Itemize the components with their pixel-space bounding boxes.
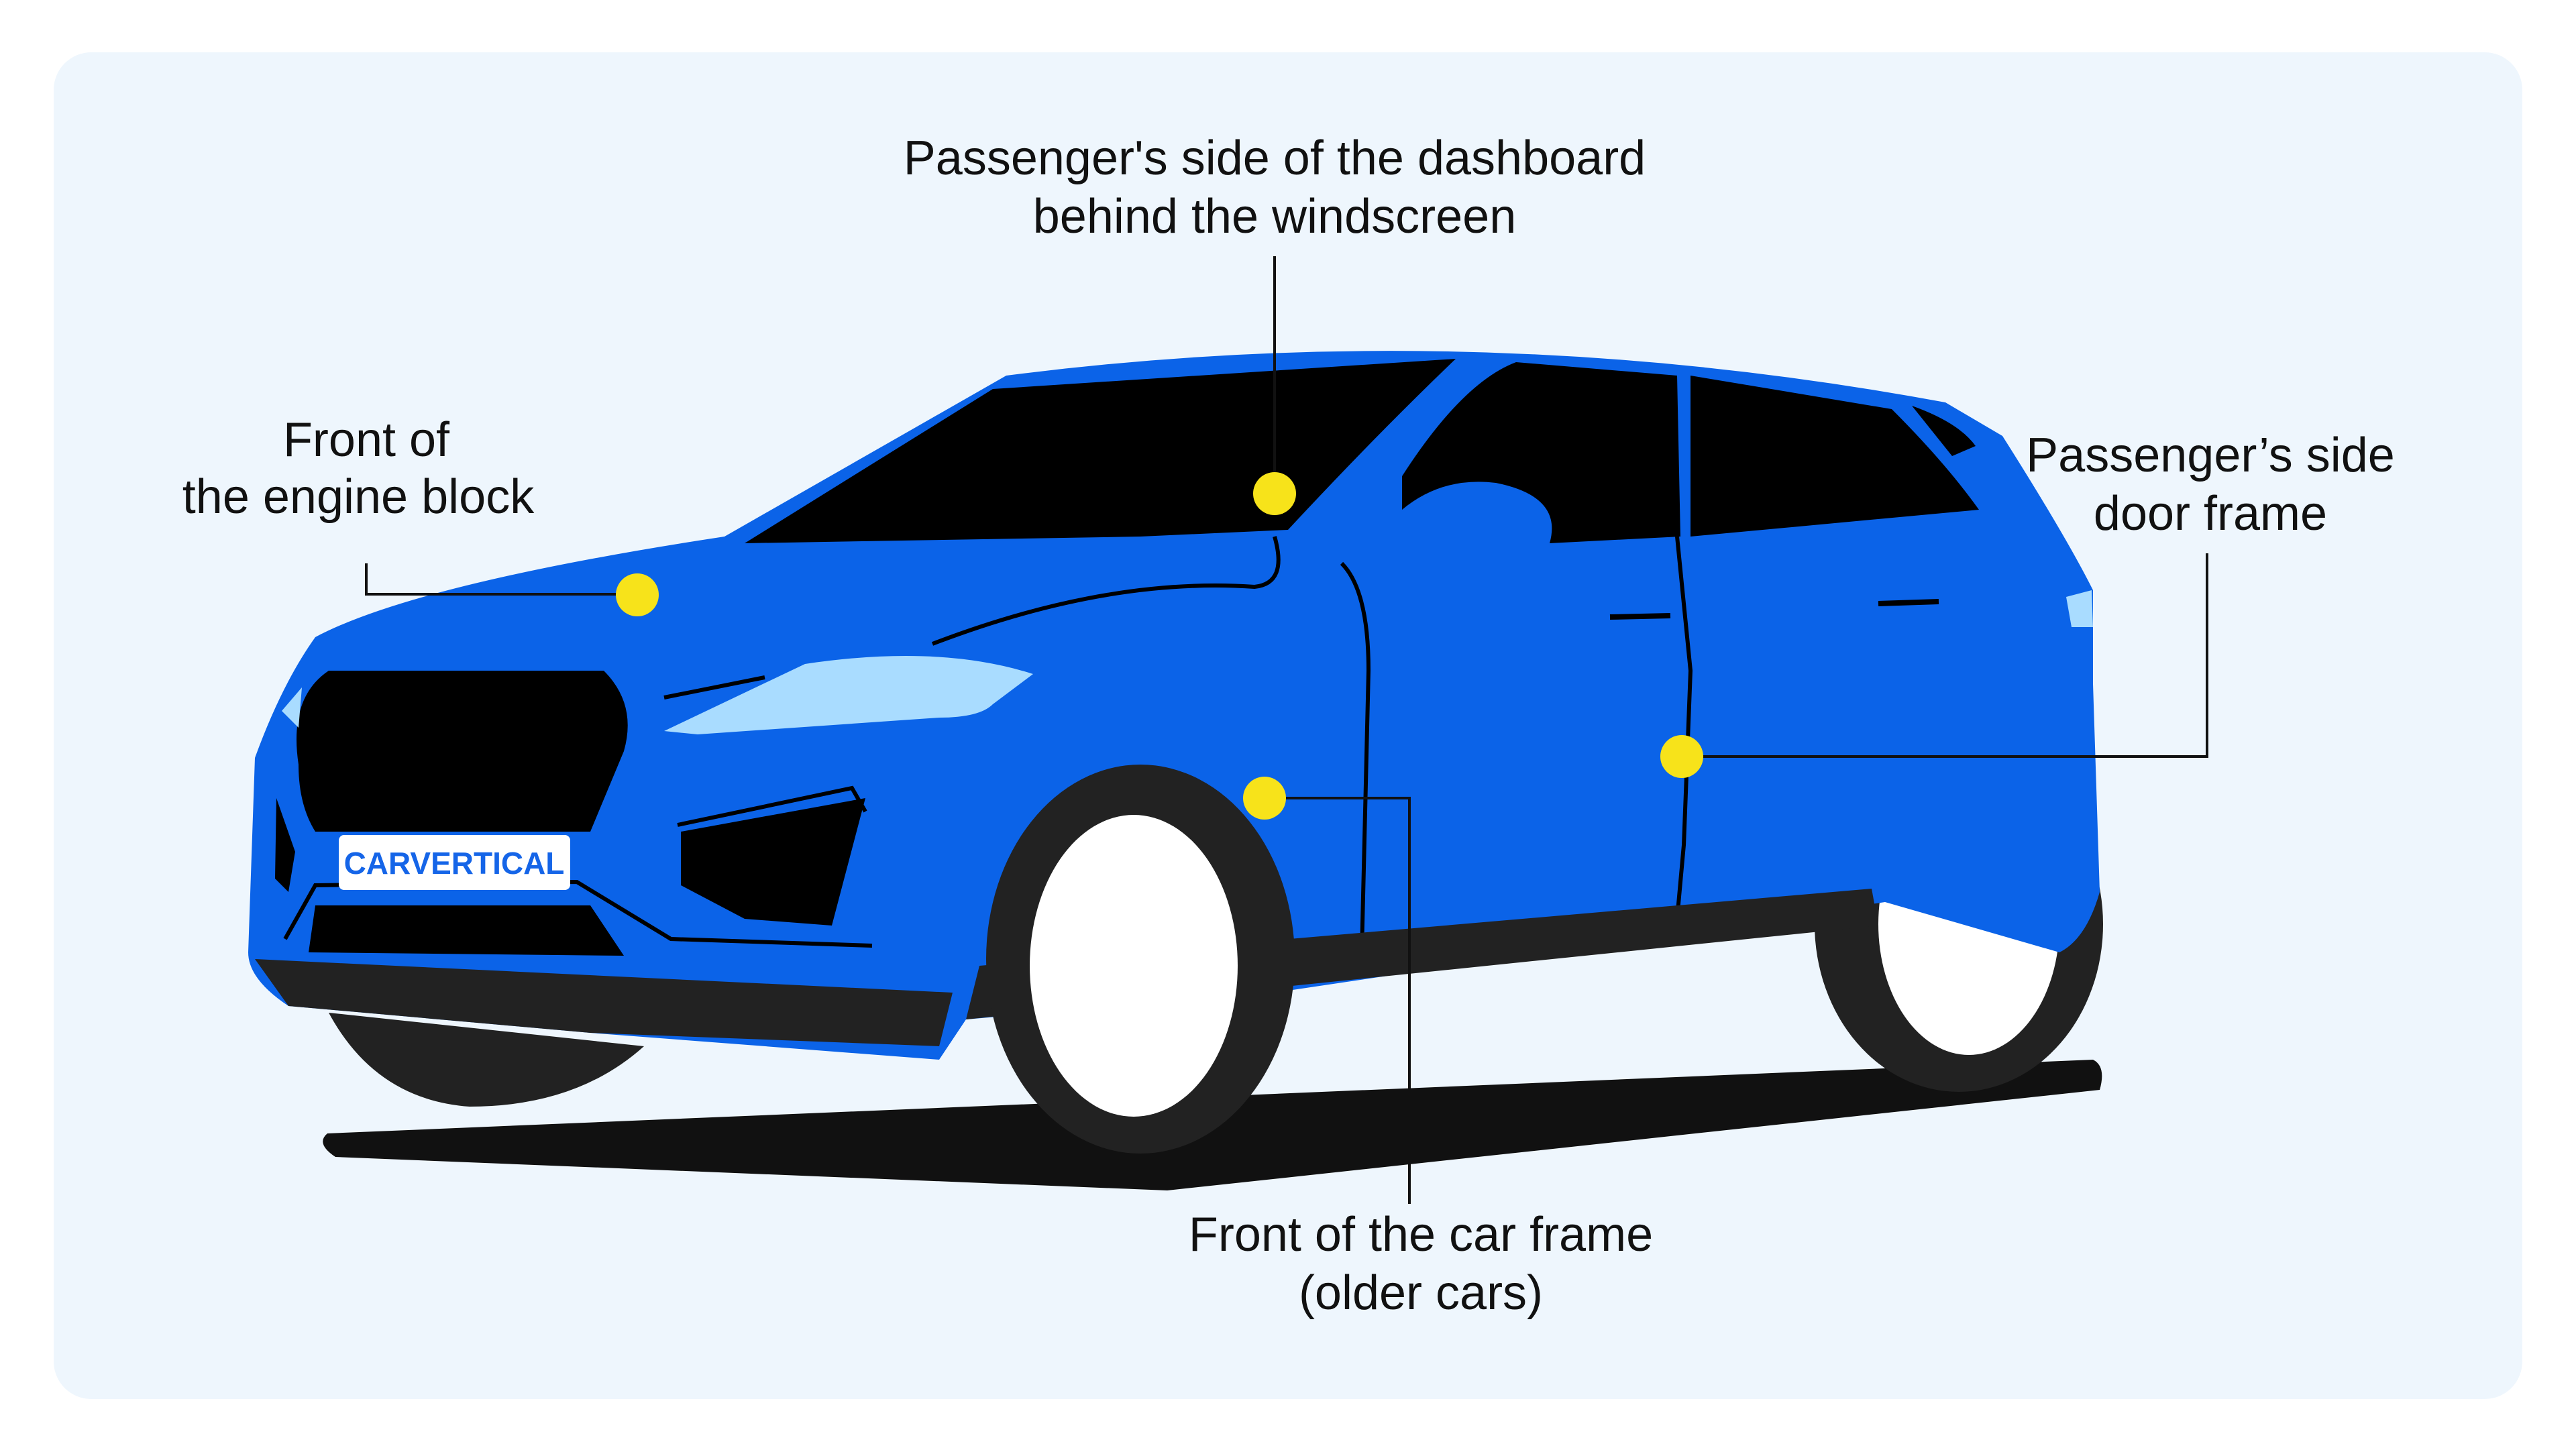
label-dashboard-line1: Passenger's side of the dashboard <box>904 131 1646 185</box>
label-dashboard-line2: behind the windscreen <box>1033 190 1517 243</box>
rear-door-handle <box>1878 599 1939 606</box>
label-door-frame-line2: door frame <box>2094 487 2327 541</box>
roof-rim <box>1912 406 1976 456</box>
front-grille <box>297 671 628 832</box>
label-car-frame-line1: Front of the car frame <box>1189 1208 1653 1262</box>
marker-dashboard <box>1253 472 1296 515</box>
fog-light-housing <box>681 798 865 926</box>
hood-crease <box>663 675 765 700</box>
corner-vent <box>275 798 295 892</box>
marker-door-frame <box>1660 735 1703 778</box>
leader-door-frame <box>1684 553 2208 758</box>
corner-light <box>282 687 302 728</box>
license-plate <box>339 835 570 890</box>
front-door-cut <box>1340 561 1371 953</box>
car-illustration: CARVERTICAL <box>248 351 2103 1154</box>
rear-side-window <box>1690 376 1979 537</box>
license-plate-text: CARVERTICAL <box>344 846 565 881</box>
intake-line <box>677 785 867 827</box>
bumper-line <box>283 879 873 948</box>
leader-engine-block <box>365 563 637 596</box>
front-bumper-lower <box>255 959 953 1046</box>
label-engine-block-line1: Front of <box>283 413 450 467</box>
label-door-frame-line1: Passenger’s side <box>2026 429 2395 482</box>
label-engine-block-line2: the engine block <box>182 470 535 524</box>
marker-car-frame <box>1243 777 1286 820</box>
headlight <box>664 656 1033 734</box>
label-car-frame-line2: (older cars) <box>1299 1266 1543 1320</box>
front-door-handle <box>1609 613 1671 620</box>
marker-engine-block <box>616 573 659 616</box>
front-wheel <box>1030 815 1238 1117</box>
leader-car-frame <box>1268 797 1411 1204</box>
rear-light <box>2066 590 2093 627</box>
front-side-window <box>1402 362 1680 543</box>
shoulder-line <box>931 536 1281 646</box>
front-left-tyre <box>329 1013 644 1107</box>
lower-intake <box>309 905 624 956</box>
